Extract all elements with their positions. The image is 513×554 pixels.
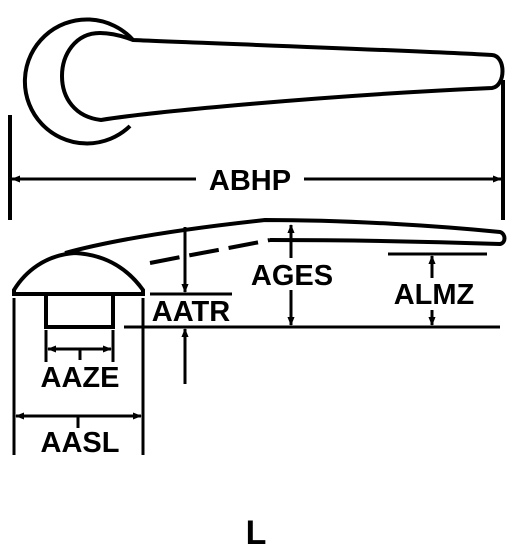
view-label: L	[246, 514, 267, 552]
top-view	[8, 17, 505, 220]
lever-lower-edge	[149, 238, 271, 265]
overall-length-label: ABHP	[209, 165, 291, 197]
lever-top-edge	[64, 217, 507, 255]
tip-height-dimension: ALMZ	[388, 255, 478, 326]
lever-height-dimension: AGES	[246, 224, 338, 326]
thickness-dimension: AATR	[152, 227, 230, 384]
boss-profile	[44, 294, 115, 329]
base-width-dimension: AASL	[15, 412, 142, 459]
lever-height-label: AGES	[251, 260, 333, 292]
inner-width-dimension: AAZE	[41, 345, 120, 394]
inner-width-label: AAZE	[41, 362, 120, 394]
base-width-label: AASL	[41, 427, 120, 459]
rose-outline	[22, 17, 135, 146]
side-view	[12, 217, 507, 455]
thickness-label: AATR	[152, 296, 230, 328]
overall-length-dimension: ABHP	[11, 165, 502, 197]
tip-height-label: ALMZ	[394, 279, 475, 311]
lever-outline	[59, 30, 505, 123]
base-profile	[12, 250, 145, 296]
